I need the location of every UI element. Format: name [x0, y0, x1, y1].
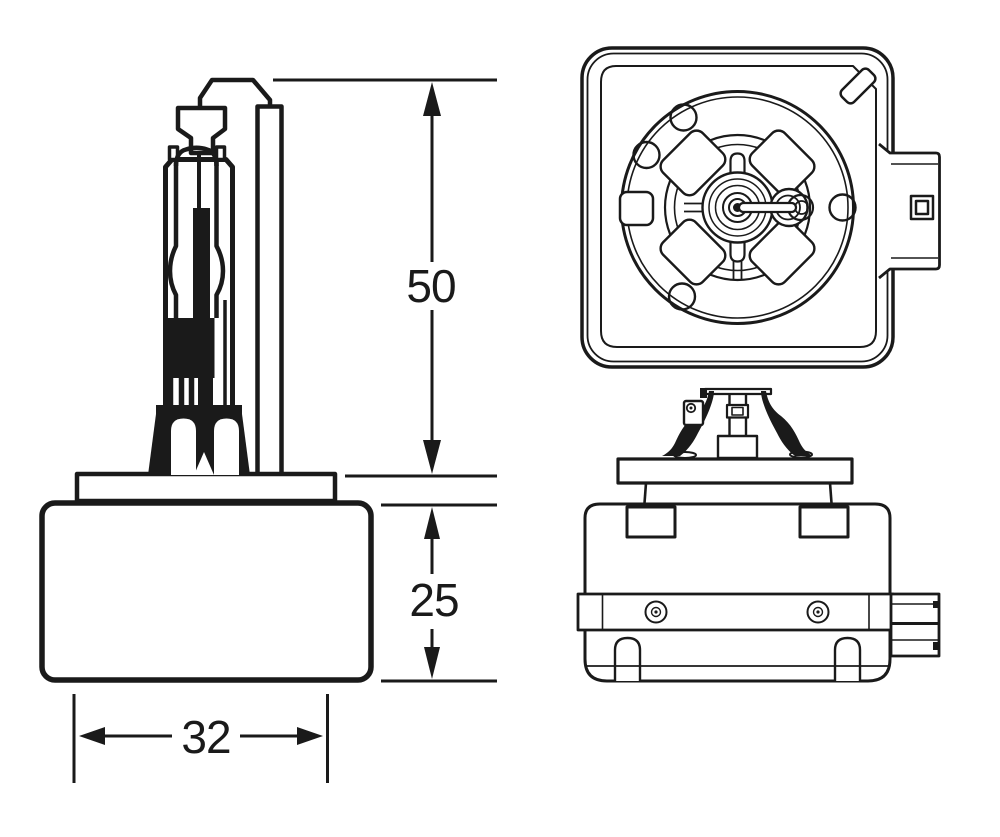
- electrode-block: [164, 318, 215, 378]
- tab-window-outer: [909, 194, 935, 221]
- rivet-right: [806, 600, 830, 624]
- tab-window-inner: [914, 199, 930, 216]
- dimension-50-label: 50: [406, 260, 455, 312]
- dimension-32-label: 32: [181, 711, 230, 763]
- slot-south: [732, 261, 743, 280]
- arrowhead-up: [423, 82, 441, 116]
- dimension-25-label: 25: [409, 574, 458, 626]
- bottom-notch-right: [833, 636, 862, 681]
- arrowhead-down: [423, 440, 441, 474]
- base-bottom-shell: [583, 630, 892, 683]
- index-slot: [839, 67, 877, 105]
- arrowhead-right: [297, 727, 323, 745]
- connector-key-tab: [878, 142, 941, 280]
- pin-wire: [737, 201, 798, 214]
- arc-capsule-dome: [173, 145, 219, 167]
- electrode-rod: [193, 208, 210, 330]
- wedge-pads: [659, 129, 816, 286]
- arrowhead-down: [424, 647, 440, 679]
- wedge-ring-outer: [663, 133, 812, 282]
- holder-assembly: [662, 387, 813, 460]
- body-tab-right: [798, 505, 850, 539]
- left-key-notch: [618, 190, 655, 227]
- side-connector: [889, 592, 941, 658]
- base-body: [39, 500, 374, 683]
- holder-hook: [700, 388, 707, 398]
- lead-wires: [167, 378, 195, 408]
- top-view: [580, 46, 941, 369]
- holder-center-block: [716, 434, 759, 460]
- flange-plate: [616, 457, 854, 485]
- mid-band: [576, 592, 895, 632]
- dimension-25: 25: [381, 503, 497, 683]
- arrowhead-left: [79, 727, 105, 745]
- side-view: [39, 77, 374, 683]
- arc-capsule-left-wall: [167, 162, 179, 318]
- dimension-50: 50: [273, 78, 497, 478]
- metal-clamp: [148, 405, 250, 475]
- plate-holes: [632, 103, 857, 311]
- arrowhead-up: [424, 507, 440, 539]
- holder-arm-right: [761, 391, 813, 456]
- dimension-32: 32: [72, 694, 329, 783]
- lead-wire-wide: [198, 378, 213, 408]
- housing-face-panel: [600, 65, 877, 348]
- bottom-notch-left: [613, 636, 642, 681]
- rear-side-view: [576, 387, 941, 683]
- return-wire-tube: [255, 104, 284, 476]
- base-flange-plate: [74, 471, 338, 504]
- rivet-left: [644, 600, 668, 624]
- arc-capsule-right-wall: [214, 162, 226, 318]
- tube-top-bump-right: [214, 145, 227, 162]
- return-wire-bridge: [197, 77, 273, 108]
- body-tab-left: [625, 505, 677, 539]
